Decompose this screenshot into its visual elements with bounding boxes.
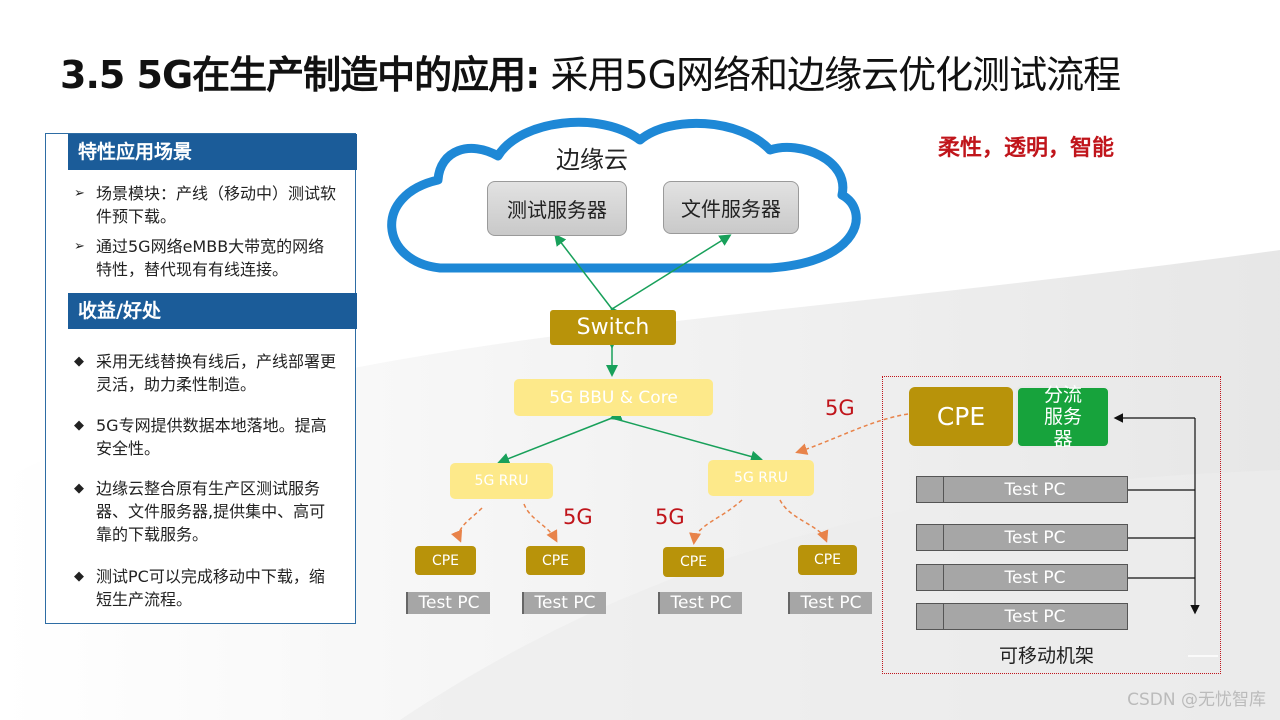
arrow-bullet-icon: ➢ [74, 239, 85, 254]
rack-test-pc: Test PC [916, 524, 1128, 551]
rack-test-pc-label: Test PC [1004, 479, 1066, 500]
benefit-bullet: ◆ 测试PC可以完成移动中下载，缩短生产流程。 [74, 565, 339, 611]
test-pc: Test PC [406, 592, 490, 614]
page-title: 3.5 5G在生产制造中的应用: 采用5G网络和边缘云优化测试流程 [60, 44, 1240, 99]
benefit-bullet: ◆ 采用无线替换有线后，产线部署更灵活，助力柔性制造。 [74, 350, 339, 396]
diamond-bullet-icon: ◆ [74, 354, 84, 369]
rack-test-pc-tab [917, 565, 944, 590]
label-5g: 5G [825, 396, 855, 420]
rack-test-pc-tab [917, 604, 944, 629]
scenario-bullet: ➢ 通过5G网络eMBB大带宽的网络特性，替代现有有线连接。 [74, 235, 339, 281]
section-benefit-header: 收益/好处 [68, 293, 357, 329]
edge-cloud-label: 边缘云 [556, 146, 628, 174]
rack-test-pc-tab [917, 477, 944, 502]
scenario-bullet-text: 场景模块：产线（移动中）测试软件预下载。 [96, 184, 337, 226]
rack-test-pc-label: Test PC [1004, 527, 1066, 548]
rack-label: 可移动机架 [999, 645, 1095, 667]
diamond-bullet-icon: ◆ [74, 418, 84, 433]
cpe-node: CPE [663, 547, 724, 577]
mobile-rack [882, 376, 1221, 674]
watermark: CSDN @无忧智库 [1127, 690, 1266, 710]
rack-test-pc-label: Test PC [1004, 567, 1066, 588]
title-bold: 3.5 5G在生产制造中的应用: [60, 53, 540, 97]
benefit-bullet-text: 边缘云整合原有生产区测试服务器、文件服务器,提供集中、高可靠的下载服务。 [96, 479, 326, 544]
file-server: 文件服务器 [663, 181, 799, 234]
rack-test-pc: Test PC [916, 476, 1128, 503]
scenario-bullet: ➢ 场景模块：产线（移动中）测试软件预下载。 [74, 182, 339, 228]
slogan: 柔性，透明，智能 [938, 136, 1115, 161]
rack-test-pc-tab [917, 525, 944, 550]
title-normal: 采用5G网络和边缘云优化测试流程 [539, 53, 1121, 97]
label-5g: 5G [563, 505, 593, 529]
test-server: 测试服务器 [487, 181, 627, 236]
scenario-bullet-text: 通过5G网络eMBB大带宽的网络特性，替代现有有线连接。 [96, 237, 325, 279]
rack-test-pc: Test PC [916, 603, 1128, 630]
benefit-bullet-text: 采用无线替换有线后，产线部署更灵活，助力柔性制造。 [96, 352, 337, 394]
benefit-bullet: ◆ 5G专网提供数据本地落地。提高安全性。 [74, 414, 339, 460]
arrow-bullet-icon: ➢ [74, 186, 85, 201]
rack-test-pc: Test PC [916, 564, 1128, 591]
rru-right: 5G RRU [708, 460, 814, 496]
test-pc: Test PC [522, 592, 606, 614]
test-pc: Test PC [788, 592, 872, 614]
cpe-node: CPE [798, 545, 857, 575]
benefit-bullet-text: 5G专网提供数据本地落地。提高安全性。 [96, 416, 327, 458]
rack-cpe: CPE [909, 387, 1013, 446]
label-5g: 5G [655, 505, 685, 529]
rru-left: 5G RRU [450, 463, 553, 499]
divert-server: 分流服务器 [1016, 384, 1110, 450]
cpe-node: CPE [415, 546, 476, 575]
section-scenario-header: 特性应用场景 [68, 134, 357, 170]
rack-test-pc-label: Test PC [1004, 606, 1066, 627]
switch-node: Switch [550, 310, 676, 345]
bbu-core-node: 5G BBU & Core [514, 379, 713, 416]
benefit-bullet-text: 测试PC可以完成移动中下载，缩短生产流程。 [96, 567, 325, 609]
cpe-node: CPE [526, 546, 585, 575]
divert-server-label: 分流服务器 [1043, 384, 1082, 450]
diamond-bullet-icon: ◆ [74, 481, 84, 496]
test-pc: Test PC [658, 592, 742, 614]
benefit-bullet: ◆ 边缘云整合原有生产区测试服务器、文件服务器,提供集中、高可靠的下载服务。 [74, 477, 339, 546]
feature-panel: 特性应用场景 ➢ 场景模块：产线（移动中）测试软件预下载。 ➢ 通过5G网络eM… [45, 133, 357, 624]
diamond-bullet-icon: ◆ [74, 569, 84, 584]
